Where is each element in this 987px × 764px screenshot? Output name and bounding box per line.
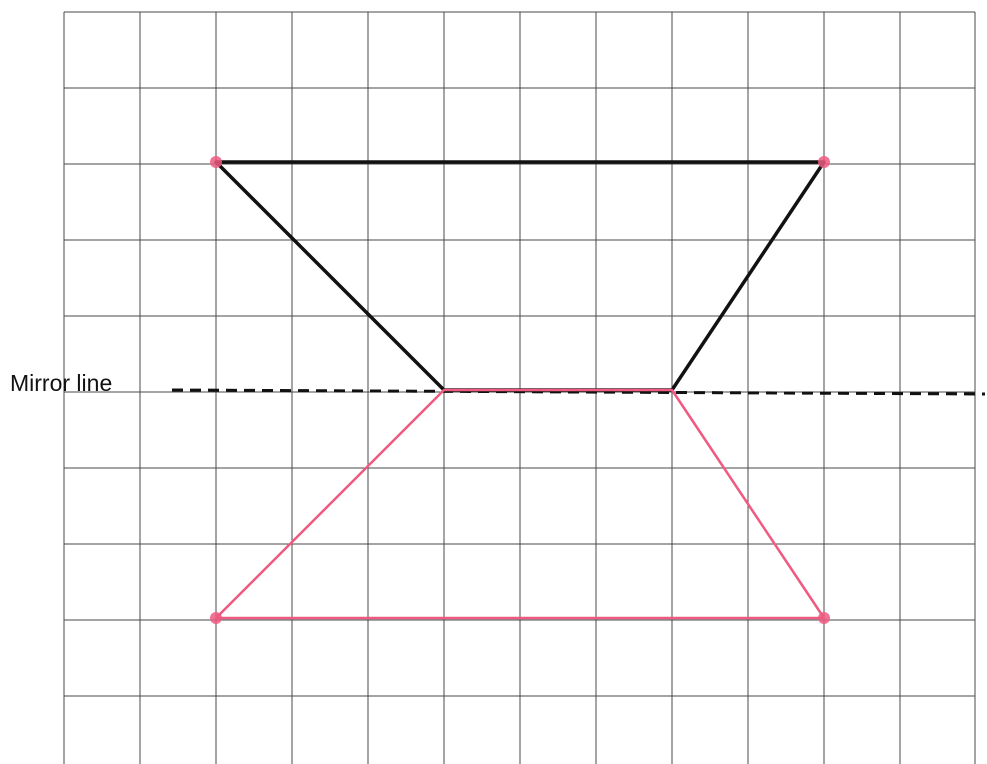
vertex-dot [818,156,830,168]
vertex-dot [210,612,222,624]
vertex-dots [210,156,830,624]
mirror-line [171,388,986,396]
vertex-dot [818,612,830,624]
grid-lines [63,11,976,764]
mirror-line-label: Mirror line [10,370,113,396]
vertex-dot [210,156,222,168]
